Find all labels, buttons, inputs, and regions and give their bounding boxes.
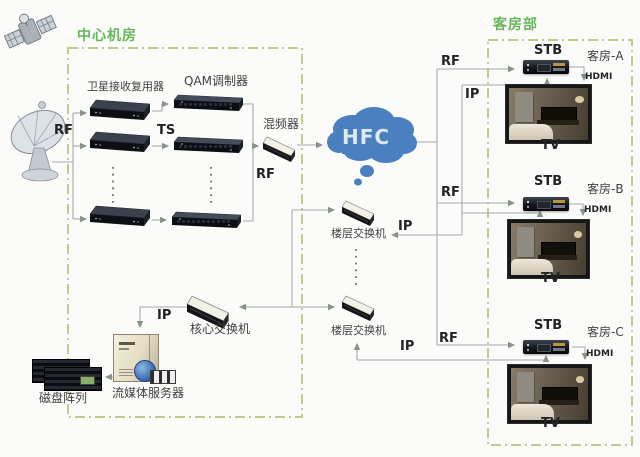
- ip-label-core-switch: IP: [157, 308, 172, 323]
- satellite-dish-icon: [10, 101, 66, 182]
- central-room-title: 中心机房: [77, 28, 137, 44]
- stb-led: [527, 69, 529, 71]
- room-a-label: 客房-A: [587, 49, 624, 63]
- stb-ports: [553, 68, 565, 71]
- stb-ports: [553, 348, 565, 351]
- tv-scene-cabinet: [517, 227, 534, 258]
- guest-dept-title: 客房部: [493, 17, 538, 33]
- room-c-label: 客房-C: [587, 325, 624, 339]
- room-b-label: 客房-B: [587, 182, 624, 196]
- stb-logo: [553, 200, 565, 203]
- server-edge: [149, 335, 150, 381]
- ts-label: TS: [157, 123, 176, 138]
- hdmi-label-room-c: HDMI: [586, 349, 614, 359]
- stb-led: [527, 201, 529, 203]
- stb-display: [537, 64, 551, 72]
- stb-led: [527, 64, 529, 66]
- tv-label-room-b: TV: [541, 271, 560, 286]
- floor-switch-1-label: 楼层交换机: [331, 227, 386, 240]
- tv-scene-console: [538, 400, 579, 405]
- mixer-device: [262, 136, 296, 163]
- stb-device-room-b: [523, 197, 569, 211]
- floor-switch-1-device: [341, 200, 375, 227]
- satellite-icon: [3, 13, 57, 49]
- tv-scene-console: [537, 120, 579, 125]
- ip-label-floor-switch-2: IP: [400, 339, 415, 354]
- stb-label-room-b: STB: [534, 174, 563, 189]
- connector-lines: [52, 65, 589, 381]
- rf-label-dish: RF: [54, 123, 73, 138]
- rf-label-room-c: RF: [439, 331, 458, 346]
- stb-label-room-c: STB: [534, 318, 563, 333]
- tv-photo-room-a: [506, 85, 591, 143]
- floor-switch-2-label: 楼层交换机: [331, 324, 386, 337]
- hfc-cloud-label: HFC: [341, 125, 391, 149]
- tv-scene-lamp: [574, 231, 583, 239]
- central-room-border: [67, 47, 303, 418]
- tv-scene-lamp: [575, 96, 585, 104]
- mixer-label: 混频器: [263, 117, 300, 131]
- media-server-label: 流媒体服务器: [112, 386, 185, 400]
- hfc-cloud: [327, 107, 417, 186]
- disk-array-unit-2: [44, 367, 102, 391]
- rf-label-room-a: RF: [441, 54, 460, 69]
- stb-led: [527, 344, 529, 346]
- tv-scene-cabinet: [515, 92, 533, 123]
- tv-scene-cabinet: [517, 372, 535, 403]
- stb-display: [537, 344, 551, 352]
- satellite-mux-devices: [89, 99, 151, 227]
- stb-display: [537, 201, 551, 209]
- tv-scene-console: [538, 255, 577, 260]
- rf-label-qam-out: RF: [256, 167, 275, 182]
- stb-led: [527, 349, 529, 351]
- stb-logo: [553, 63, 565, 66]
- guest-dept-border: [487, 39, 633, 446]
- stb-label-room-a: STB: [534, 43, 563, 58]
- hdmi-label-room-a: HDMI: [585, 72, 613, 82]
- tv-photo-room-c: [508, 365, 591, 423]
- ip-label-floor-switch-1: IP: [398, 219, 413, 234]
- stb-led: [527, 206, 529, 208]
- disk-array-screen: [80, 376, 95, 385]
- disk-array-label: 磁盘阵列: [39, 391, 88, 405]
- tv-scene-bed: [511, 404, 555, 420]
- satellite-mux-label: 卫星接收复用器: [87, 80, 164, 93]
- filmstrip-icon: [150, 370, 176, 384]
- stb-ports: [553, 205, 565, 208]
- rf-label-room-b: RF: [441, 185, 460, 200]
- tv-photo-room-b: [508, 220, 589, 278]
- tv-label-room-c: TV: [541, 416, 560, 431]
- server-vent: [119, 369, 133, 377]
- tv-scene-lamp: [575, 376, 585, 384]
- tv-label-room-a: TV: [541, 138, 560, 153]
- core-switch-label: 核心交换机: [190, 322, 251, 336]
- stb-device-room-a: [523, 60, 569, 74]
- ip-label-room-a: IP: [465, 87, 480, 102]
- qam-label: QAM调制器: [184, 74, 249, 88]
- tv-scene-bed: [511, 259, 553, 275]
- tv-scene-bed: [509, 124, 554, 140]
- server-drive-slot: [119, 342, 135, 345]
- floor-switch-2-device: [341, 295, 375, 322]
- stb-device-room-c: [523, 340, 569, 354]
- hdmi-label-room-b: HDMI: [584, 205, 612, 215]
- qam-modulator-devices: [170, 93, 245, 230]
- stb-logo: [553, 343, 565, 346]
- server-drive-slot: [119, 348, 129, 350]
